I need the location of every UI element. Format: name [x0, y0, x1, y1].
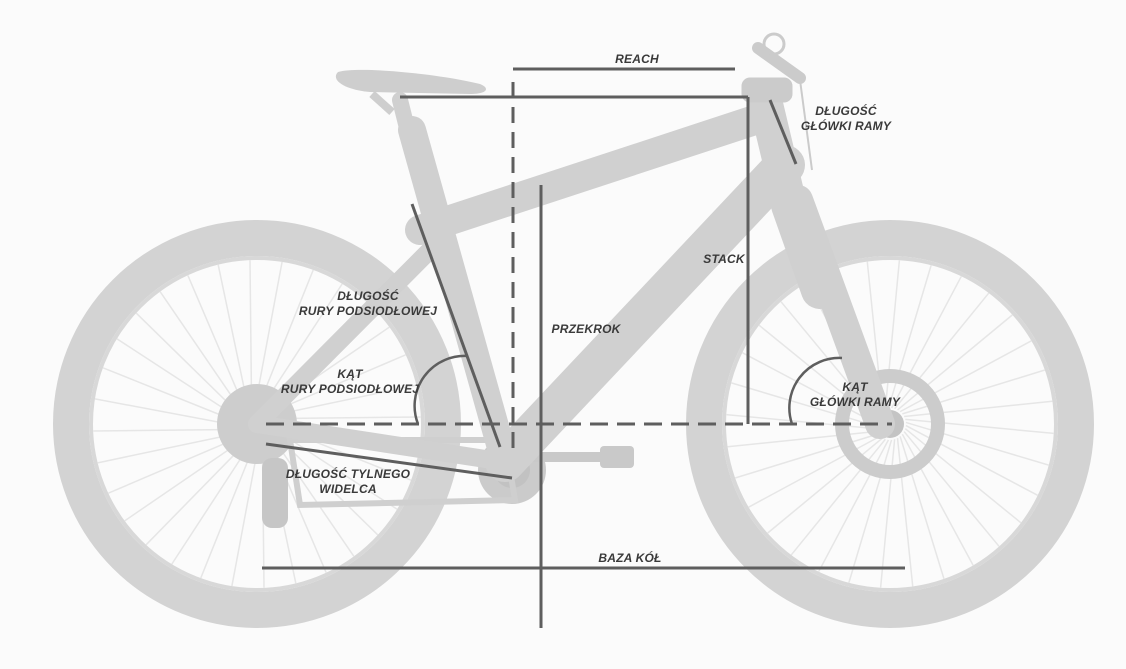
- spoke: [848, 439, 893, 583]
- spoke: [904, 428, 1022, 524]
- spoke: [741, 352, 875, 424]
- wheelbase-label: BAZA KÓŁ: [598, 551, 662, 565]
- spoke: [726, 413, 875, 430]
- handlebar: [741, 32, 813, 171]
- measurement-lines: [262, 67, 905, 628]
- reach-label: REACH: [615, 52, 659, 66]
- spoke: [899, 340, 1032, 413]
- spoke: [905, 421, 1049, 466]
- seat-tube-angle-arc: [413, 354, 469, 425]
- spoke: [758, 324, 876, 420]
- head-tube-angle-arc: [788, 356, 843, 425]
- standover-label: PRZEKROK: [551, 322, 621, 336]
- spoke: [904, 400, 1053, 418]
- head-tube-angle-label: KĄT GŁÓWKI RAMY: [809, 380, 901, 409]
- spoke: [884, 260, 901, 409]
- spoke: [731, 382, 875, 427]
- spoke: [790, 438, 886, 556]
- spoke: [894, 292, 990, 410]
- frame: [248, 83, 895, 482]
- spoke: [905, 424, 1039, 496]
- spoke: [748, 435, 881, 508]
- chainstay-length-label: DŁUGOŚĆ TYLNEGO WIDELCA: [285, 467, 411, 496]
- spoke: [903, 431, 1000, 547]
- spoke: [905, 418, 1054, 435]
- spoke: [901, 433, 974, 566]
- chainstay-line: [265, 442, 513, 480]
- spoke: [818, 439, 890, 573]
- spoke: [727, 430, 876, 448]
- seat-tube-length-line: [410, 203, 502, 448]
- spoke: [887, 265, 932, 409]
- head-tube-length-line: [768, 99, 798, 165]
- head-tube-length-label: DŁUGOŚĆ GŁÓWKI RAMY: [800, 104, 892, 133]
- spoke: [879, 439, 896, 588]
- spoke: [767, 437, 883, 534]
- stack-label: STACK: [703, 252, 745, 266]
- seat-tube-angle-label: KĄT RURY PODSIODŁOWEJ: [280, 367, 420, 396]
- saddle: [335, 69, 486, 115]
- spoke: [897, 314, 1013, 411]
- spoke: [902, 369, 1046, 415]
- spoke: [896, 438, 914, 587]
- spoke: [899, 436, 945, 580]
- spoke: [890, 275, 962, 409]
- spoke: [734, 433, 878, 479]
- seat-tube-length-label: DŁUGOŚĆ RURY PODSIODŁOWEJ: [298, 289, 438, 318]
